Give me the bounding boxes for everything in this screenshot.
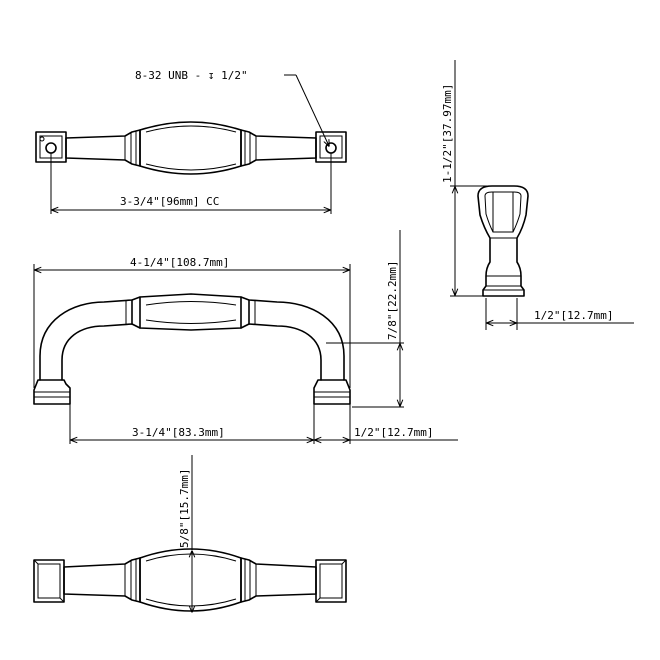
top-view: 8-32 UNB - ↧ 1/2" 3-3/4"[96mm] CC — [35, 69, 347, 214]
foot-width-dimension: 1/2"[12.7mm] — [315, 426, 458, 440]
overall-length-dimension: 4-1/4"[108.7mm] — [33, 256, 351, 388]
inner-span-label: 3-1/4"[83.3mm] — [132, 426, 225, 439]
bottom-view-right-mount — [315, 559, 347, 603]
projection-label: 7/8"[22.2mm] — [386, 261, 399, 340]
side-view-handle — [477, 185, 529, 297]
bottom-view-handle-bar — [63, 548, 317, 612]
overall-length-label: 4-1/4"[108.7mm] — [130, 256, 229, 269]
bottom-view-left-mount — [33, 559, 65, 603]
thread-spec-label: 8-32 UNB - ↧ 1/2" — [135, 69, 248, 82]
overall-height-label: 1-1/2"[37.97mm] — [441, 84, 454, 183]
cc-dimension: 3-3/4"[96mm] CC — [50, 153, 332, 214]
projection-dimension: 7/8"[22.2mm] — [326, 230, 404, 408]
side-view: 1-1/2"[37.97mm] 1/2"[12.7mm] — [441, 60, 634, 330]
bottom-depth-dimension: 5/8"[15.7mm] — [178, 455, 192, 612]
front-view-handle — [33, 293, 351, 405]
overall-height-dimension: 1-1/2"[37.97mm] — [441, 60, 488, 297]
top-view-handle-bar — [65, 121, 317, 175]
base-width-label: 1/2"[12.7mm] — [534, 309, 613, 322]
thread-callout: 8-32 UNB - ↧ 1/2" — [135, 69, 329, 146]
bottom-view: 5/8"[15.7mm] — [33, 455, 347, 612]
cc-dimension-label: 3-3/4"[96mm] CC — [120, 195, 219, 208]
base-width-dimension: 1/2"[12.7mm] — [485, 298, 634, 330]
inner-span-dimension: 3-1/4"[83.3mm] — [69, 404, 351, 444]
foot-width-label: 1/2"[12.7mm] — [354, 426, 433, 439]
front-view: 4-1/4"[108.7mm] 3-1/4"[83.3mm] 1/2"[12.7… — [33, 230, 458, 444]
bottom-depth-label: 5/8"[15.7mm] — [178, 469, 191, 548]
